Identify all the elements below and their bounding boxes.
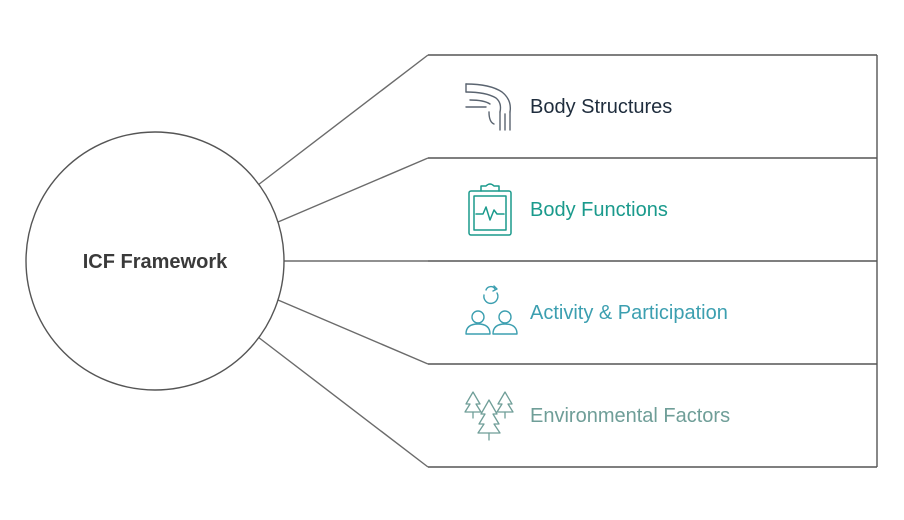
category-activity-participation: Activity & Participation: [465, 285, 728, 335]
category-environmental-factors: Environmental Factors: [464, 391, 730, 441]
hub-label: ICF Framework: [83, 251, 228, 273]
category-panel: [428, 54, 878, 468]
category-body-functions: Body Functions: [468, 183, 668, 236]
joint-bone-icon: [465, 83, 512, 131]
connectors: [257, 54, 429, 468]
hub-circle: [25, 131, 285, 391]
people-interaction-icon: [465, 285, 518, 335]
category-label: Activity & Participation: [530, 302, 728, 324]
connector-2: [277, 157, 429, 223]
category-label: Body Structures: [530, 96, 672, 118]
category-body-structures: Body Structures: [465, 83, 672, 131]
category-label: Body Functions: [530, 199, 668, 221]
connector-top: [257, 54, 429, 186]
trees-icon: [464, 391, 514, 441]
clipboard-vitals-icon: [468, 183, 512, 236]
connector-4: [277, 299, 429, 365]
category-label: Environmental Factors: [530, 405, 730, 427]
connector-bottom: [257, 336, 429, 468]
